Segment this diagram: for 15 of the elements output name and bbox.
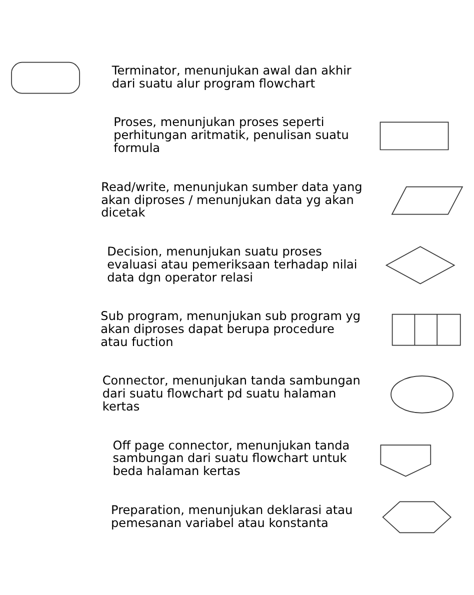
node-label: Read/write, menunjukan sumber data yang akan diproses / menunjukan data yg akan dicetak [101, 180, 362, 220]
node-label: Proses, menunjukan proses seperti perhitungan aritmatik, penulisan suatu formula [114, 115, 349, 156]
node-ellipse [390, 375, 454, 414]
node-diamond [385, 246, 456, 284]
node-label: Off page connector, menunjukan tanda sambungan dari suatu flowchart untuk beda halaman kertas [112, 438, 350, 478]
node-label: Connector, menunjukan tanda sambungan dari suatu flowchart pd suatu halaman kertas [102, 374, 360, 414]
node-label: Decision, menunjukan suatu proses evaluasi atau pemeriksaan terhadap nilai data dgn operator relasi [107, 244, 358, 284]
node-terminator [11, 62, 80, 94]
node-box [380, 122, 449, 150]
node-label: Sub program, menunjukan sub program yg akan diproses dapat berupa procedure atau fuction [100, 309, 361, 349]
node-parallelogram [391, 186, 464, 215]
node-hexagon [382, 501, 452, 534]
node-label: Terminator, menunjukan awal dan akhir dari suatu alur program flowchart [112, 64, 352, 90]
node-label: Preparation, menunjukan deklarasi atau pemesanan variabel atau konstanta [111, 502, 353, 530]
node-pentagon [380, 444, 432, 477]
